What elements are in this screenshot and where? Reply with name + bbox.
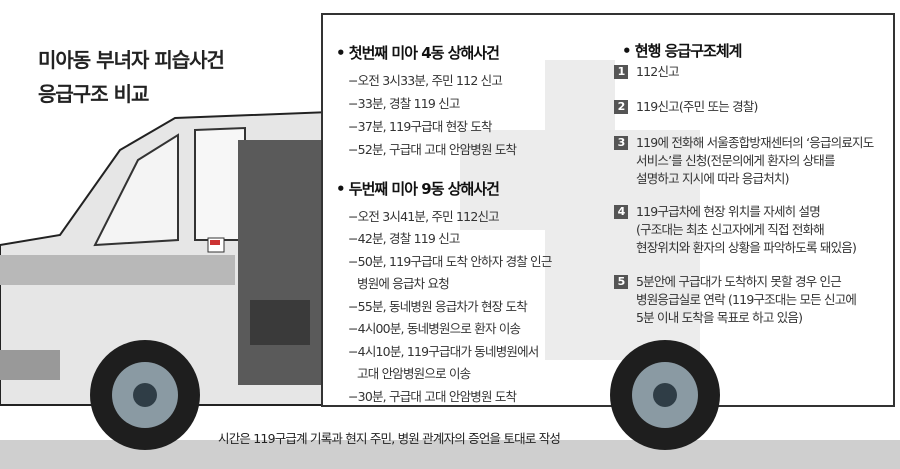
second-case-line: 병원에 응급차 요청 bbox=[357, 276, 450, 291]
first-case-line: −37분, 119구급대 현장 도착 bbox=[348, 119, 493, 134]
page-subtitle: 응급구조 비교 bbox=[38, 82, 149, 106]
step-number-badge: 3 bbox=[614, 136, 628, 150]
step-number-badge: 5 bbox=[614, 275, 628, 289]
stripe bbox=[0, 255, 235, 285]
front-wheel bbox=[90, 340, 200, 450]
second-case-line: 고대 안암병원으로 이송 bbox=[357, 366, 471, 381]
step-text: 119신고(주민 또는 경찰) bbox=[636, 99, 758, 114]
first-case-heading: • 첫번째 미아 4동 상해사건 bbox=[336, 44, 500, 62]
second-case-line: −30분, 구급대 고대 안암병원 도착 bbox=[348, 389, 517, 404]
second-case-heading: • 두번째 미아 9동 상해사건 bbox=[336, 180, 500, 198]
first-case-line: −33분, 경찰 119 신고 bbox=[348, 96, 460, 111]
step-text: 5분 이내 도착을 목표로 하고 있음) bbox=[636, 310, 803, 325]
windshield bbox=[93, 133, 179, 247]
step-text: 119에 전화해 서울종합방재센터의 ‘응급의료지도 bbox=[636, 135, 874, 150]
step-text: 112신고 bbox=[636, 64, 680, 79]
second-case-line: −42분, 경찰 119 신고 bbox=[348, 231, 460, 246]
cross-symbol-arm bbox=[460, 130, 545, 230]
seat bbox=[250, 300, 310, 345]
open-door bbox=[238, 140, 328, 385]
step-text: 서비스’를 신청(전문의에게 환자의 상태를 bbox=[636, 153, 835, 168]
step-number-badge: 1 bbox=[614, 65, 628, 79]
rear-wheel bbox=[610, 340, 720, 450]
step-number-badge: 4 bbox=[614, 205, 628, 219]
page-title: 미아동 부녀자 피습사건 bbox=[38, 48, 225, 72]
bumper bbox=[0, 350, 60, 380]
system-step: 2 119신고(주민 또는 경찰) bbox=[614, 98, 758, 116]
system-step: 4 119구급차에 현장 위치를 자세히 설명 (구조대는 최초 신고자에게 직접 … bbox=[614, 203, 857, 257]
step-text: (구조대는 최초 신고자에게 직접 전화해 bbox=[636, 222, 825, 237]
step-text: 설명하고 지시에 따라 응급처치) bbox=[636, 171, 790, 186]
second-case-line: −55분, 동네병원 응급차가 현장 도착 bbox=[348, 299, 528, 314]
step-text: 병원응급실로 연락 (119구조대는 모든 신고에 bbox=[636, 292, 857, 307]
second-case-line: −50분, 119구급대 도착 안하자 경찰 인근 bbox=[348, 254, 552, 269]
second-case-line: −4시10분, 119구급대가 동네병원에서 bbox=[348, 344, 539, 359]
light-icon bbox=[210, 240, 220, 245]
step-text: 현장위치와 환자의 상황을 파악하도록 돼있음) bbox=[636, 240, 857, 255]
step-text: 119구급차에 현장 위치를 자세히 설명 bbox=[636, 204, 821, 219]
second-case-line: −4시00분, 동네병원으로 환자 이송 bbox=[348, 321, 521, 336]
second-case-line: −오전 3시41분, 주민 112신고 bbox=[348, 209, 500, 224]
first-case-line: −52분, 구급대 고대 안암병원 도착 bbox=[348, 142, 517, 157]
system-step: 1 112신고 bbox=[614, 63, 680, 81]
step-number-badge: 2 bbox=[614, 100, 628, 114]
system-heading: • 현행 응급구조체계 bbox=[622, 42, 742, 60]
step-text: 5분안에 구급대가 도착하지 못할 경우 인근 bbox=[636, 274, 842, 289]
first-case-line: −오전 3시33분, 주민 112 신고 bbox=[348, 73, 503, 88]
side-window bbox=[194, 126, 246, 241]
source-caption: 시간은 119구급계 기록과 현지 주민, 병원 관계자의 증언을 토대로 작성 bbox=[218, 431, 561, 446]
